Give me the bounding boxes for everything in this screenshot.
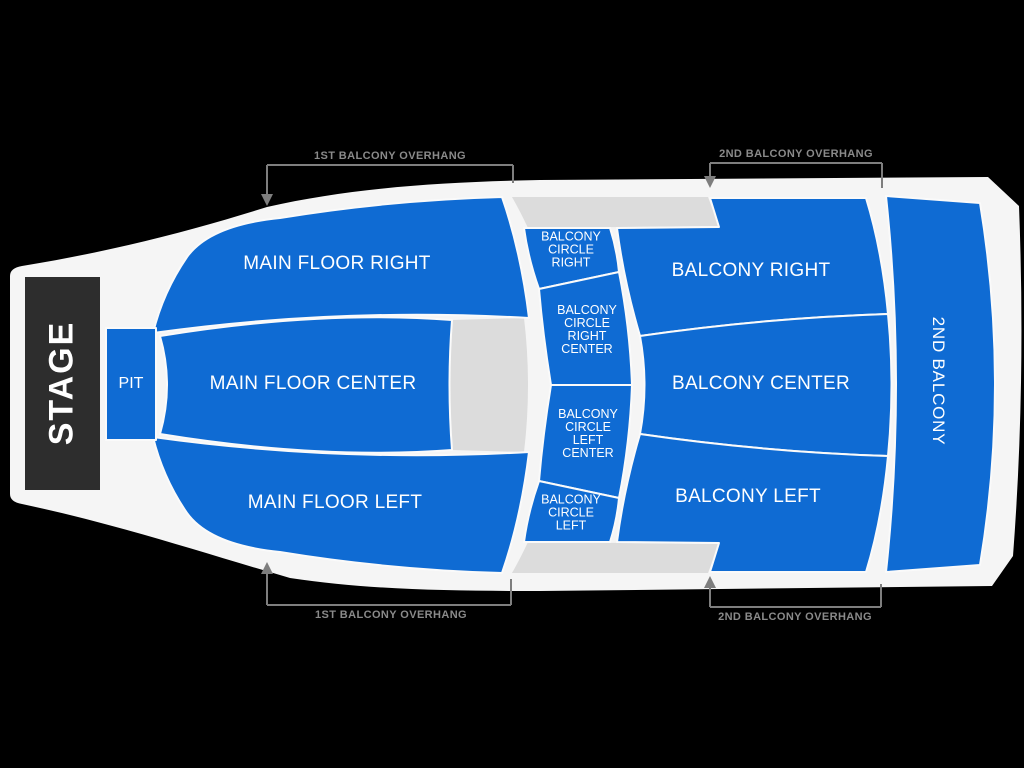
overhang-shaded-area-top bbox=[512, 197, 719, 228]
section-second-balcony[interactable] bbox=[885, 195, 996, 573]
section-balcony-left[interactable] bbox=[616, 433, 889, 573]
annotation-bracket-second-overhang-bottom bbox=[704, 576, 882, 608]
annotation-bracket-second-overhang-top bbox=[704, 162, 883, 188]
section-pit[interactable] bbox=[105, 327, 157, 441]
annotation-bracket-first-overhang-bottom bbox=[261, 562, 512, 606]
section-main-floor-center[interactable] bbox=[159, 316, 453, 454]
up-arrow-icon bbox=[261, 562, 273, 574]
stage-block bbox=[25, 277, 100, 490]
section-main-floor-right[interactable] bbox=[152, 196, 530, 334]
section-balcony-circle-right-center[interactable] bbox=[538, 271, 633, 386]
section-balcony-center[interactable] bbox=[639, 313, 893, 457]
section-balcony-circle-left[interactable] bbox=[523, 480, 620, 543]
up-arrow-icon bbox=[704, 576, 716, 588]
section-main-floor-left[interactable] bbox=[152, 436, 530, 574]
down-arrow-icon bbox=[704, 176, 716, 188]
annotation-bracket-first-overhang-top bbox=[261, 164, 514, 206]
down-arrow-icon bbox=[261, 194, 273, 206]
section-balcony-circle-left-center[interactable] bbox=[538, 384, 633, 499]
main-floor-center-notch bbox=[449, 318, 528, 452]
overhang-shaded-area-bottom bbox=[512, 542, 719, 573]
